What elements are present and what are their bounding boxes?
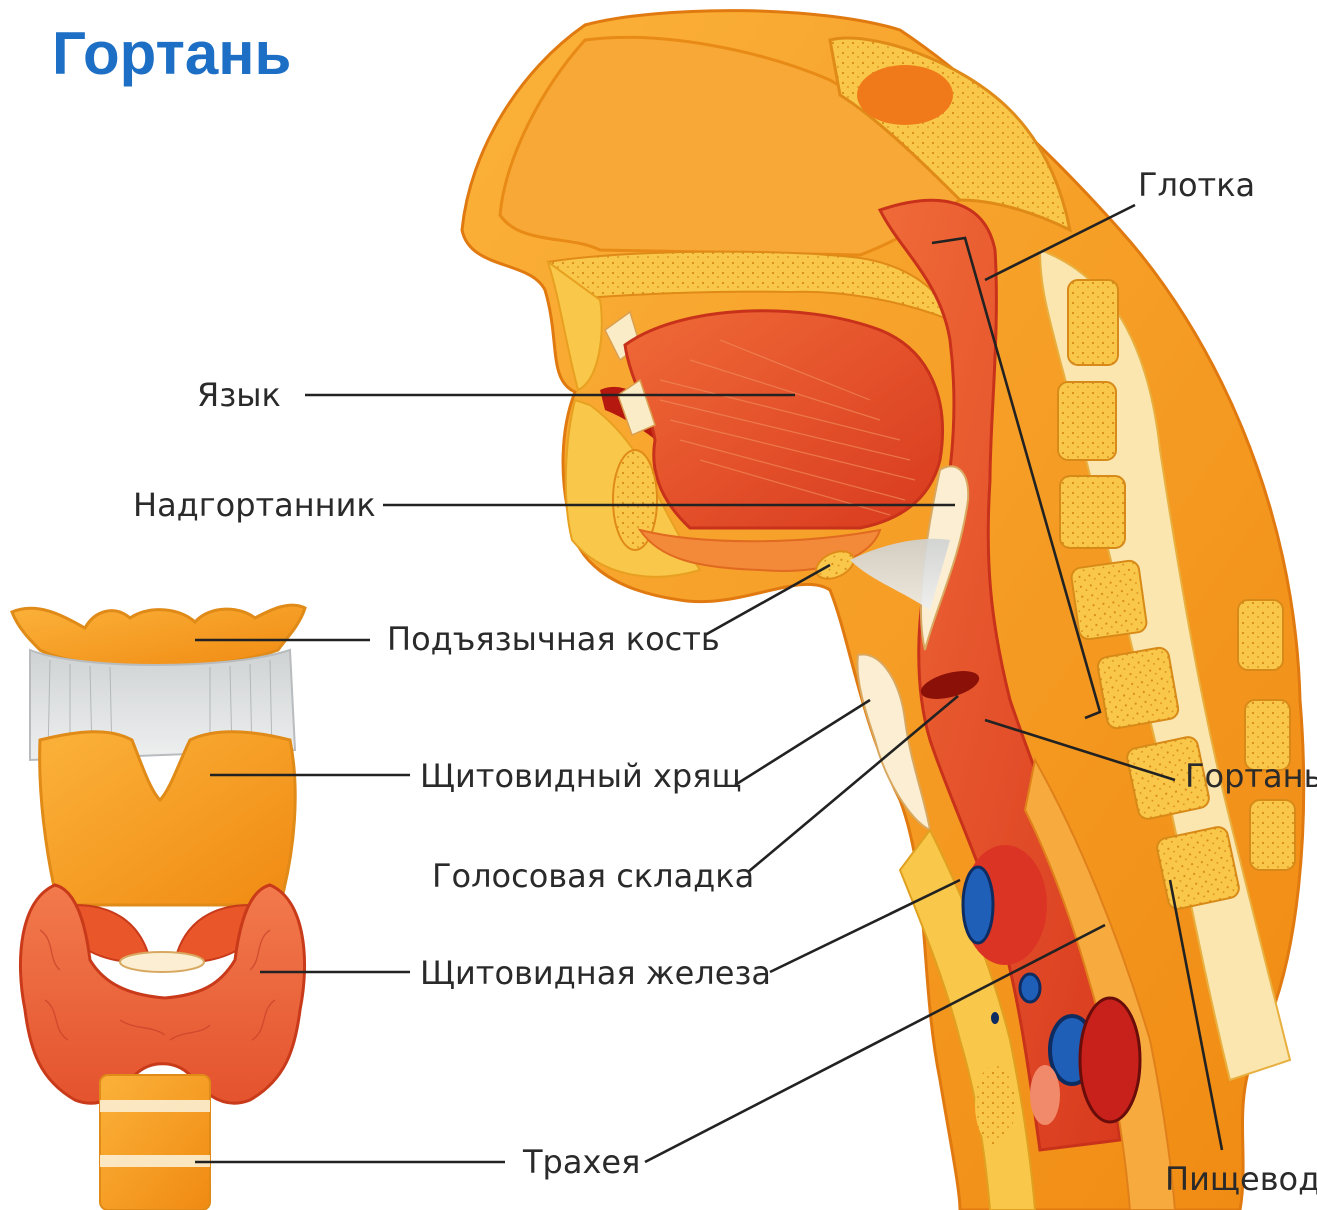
label-pharynx: Глотка (1138, 166, 1255, 204)
leader-thyroid-cartilage (735, 700, 870, 785)
cricoid-arch (120, 952, 204, 972)
anterior-view (12, 605, 305, 1210)
vessel-red-2 (1080, 998, 1140, 1122)
label-trachea: Трахея (523, 1143, 640, 1181)
thyroid-gland-front (20, 885, 304, 1103)
label-tongue: Язык (197, 376, 281, 414)
label-epiglottis: Надгортанник (133, 486, 376, 524)
muscle-small-2 (975, 1065, 1015, 1145)
thyroid-cartilage-front (40, 732, 296, 905)
trachea-front (100, 1075, 210, 1210)
muscle-small-1 (1030, 1065, 1060, 1125)
tongue-muscle (625, 311, 943, 528)
label-thyroid-cartilage: Щитовидный хрящ (420, 757, 742, 795)
label-thyroid-gland: Щитовидная железа (420, 954, 771, 992)
label-esophagus: Пищевод (1165, 1160, 1317, 1198)
sphenoid-sinus (857, 65, 953, 125)
label-hyoid-bone: Подъязычная кость (387, 620, 720, 658)
label-vocal-fold: Голосовая складка (432, 857, 754, 895)
vessel-blue-1 (963, 867, 993, 943)
label-larynx: Гортань (1185, 757, 1317, 795)
vessel-dark-1 (991, 1012, 999, 1024)
vessel-blue-2 (1020, 974, 1040, 1002)
